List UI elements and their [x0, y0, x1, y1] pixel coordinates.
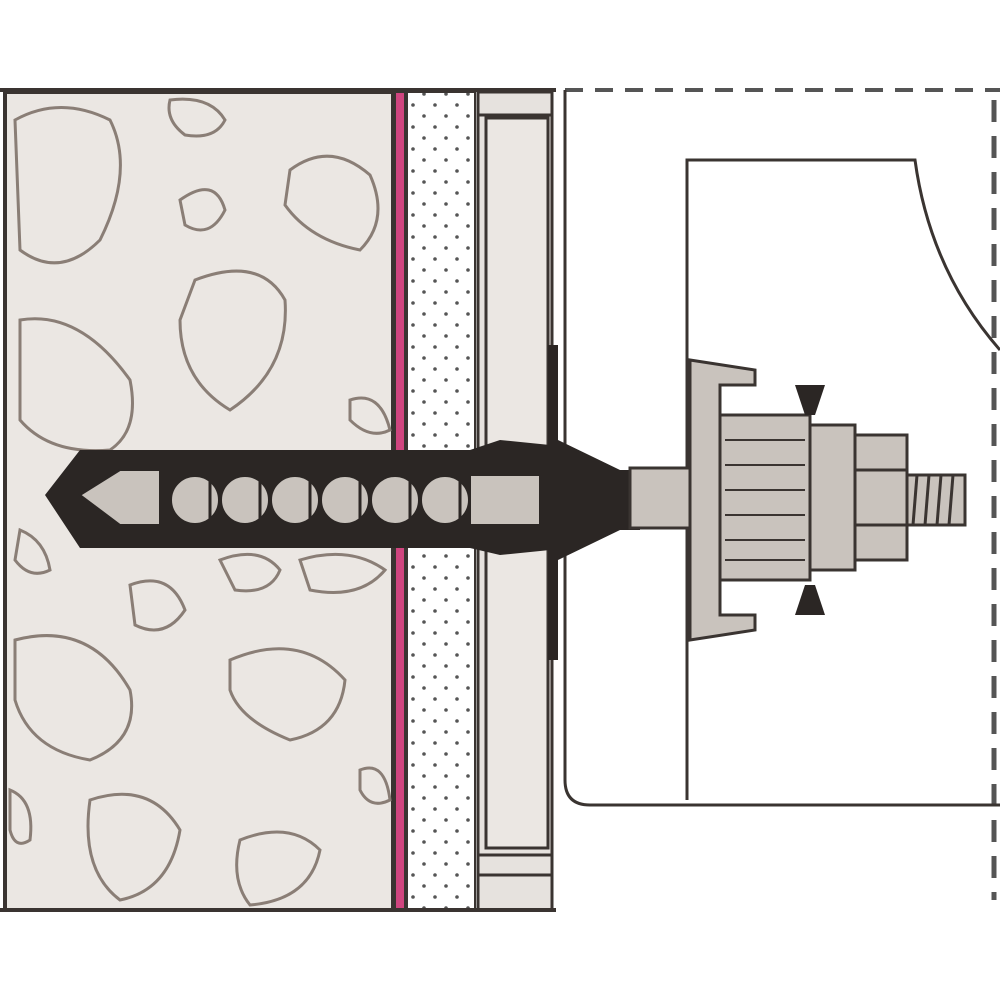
mounting-bracket-outline [563, 90, 1000, 807]
clamp-wedge-bottom [795, 585, 825, 615]
washer-plate [548, 345, 558, 660]
hex-nut [808, 423, 909, 572]
clamp-wedge-top [795, 385, 825, 415]
plastic-dowel [45, 440, 550, 555]
threaded-end [905, 473, 967, 527]
mounting-flange [688, 358, 812, 642]
threaded-rod-shaft [628, 466, 694, 530]
cone-head [558, 440, 640, 560]
